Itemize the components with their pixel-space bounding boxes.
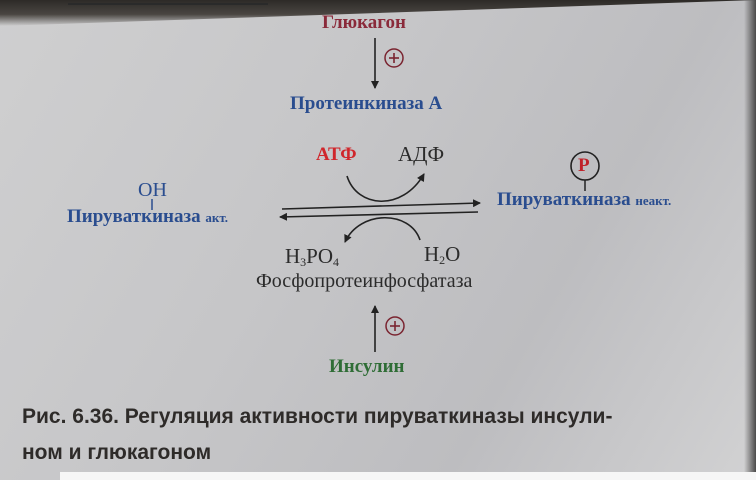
h3po4-po: PO [306,244,334,268]
forward-arrow [281,199,481,210]
h3po4-sub3: 3 [300,255,307,269]
top-rule [68,3,268,5]
h2o-o: O [445,242,461,266]
insulin-plus-circle [385,316,405,336]
inactive-suffix: неакт. [635,193,672,208]
h2o-h: H [424,242,440,266]
insulin-label: Инсулин [329,356,405,377]
phosphatase-label: Фосфопротеинфосфатаза [256,270,473,292]
page-shadow-right [744,0,756,480]
atp-adp-curve [346,173,425,203]
atp-label: АТФ [316,144,357,165]
figure-caption-line-1: Рис. 6.36. Регуляция активности пируватк… [22,405,613,428]
h2o-sub2: 2 [439,253,446,267]
oh-group-label: OH [138,179,167,201]
glucagon-label: Глюкагон [322,12,406,33]
water-label: H2O [424,242,460,268]
pyruvate-kinase-inactive: Пируваткиназа неакт. [497,189,671,211]
adp-label: АДФ [398,142,445,166]
figure-caption-line-2: ном и глюкагоном [22,441,212,464]
reverse-arrow [279,211,479,221]
h3po4-h: H [285,244,301,268]
pyruvate-kinase-active: Пируваткиназа акт. [67,206,228,228]
h2o-h3po4-curve [344,217,421,243]
phosphate-symbol: P [578,155,590,176]
active-suffix: акт. [205,210,229,225]
page-bottom-strip [60,472,756,480]
h3po4-sub4: 4 [333,255,340,269]
glucagon-plus-circle [384,48,404,68]
phosphoric-acid-label: H3PO4 [285,244,339,270]
pyruvate-kinase-active-name: Пируваткиназа [67,206,201,227]
protein-kinase-a-label: Протеинкиназа А [290,93,443,114]
pyruvate-kinase-inactive-name: Пируваткиназа [497,189,631,210]
